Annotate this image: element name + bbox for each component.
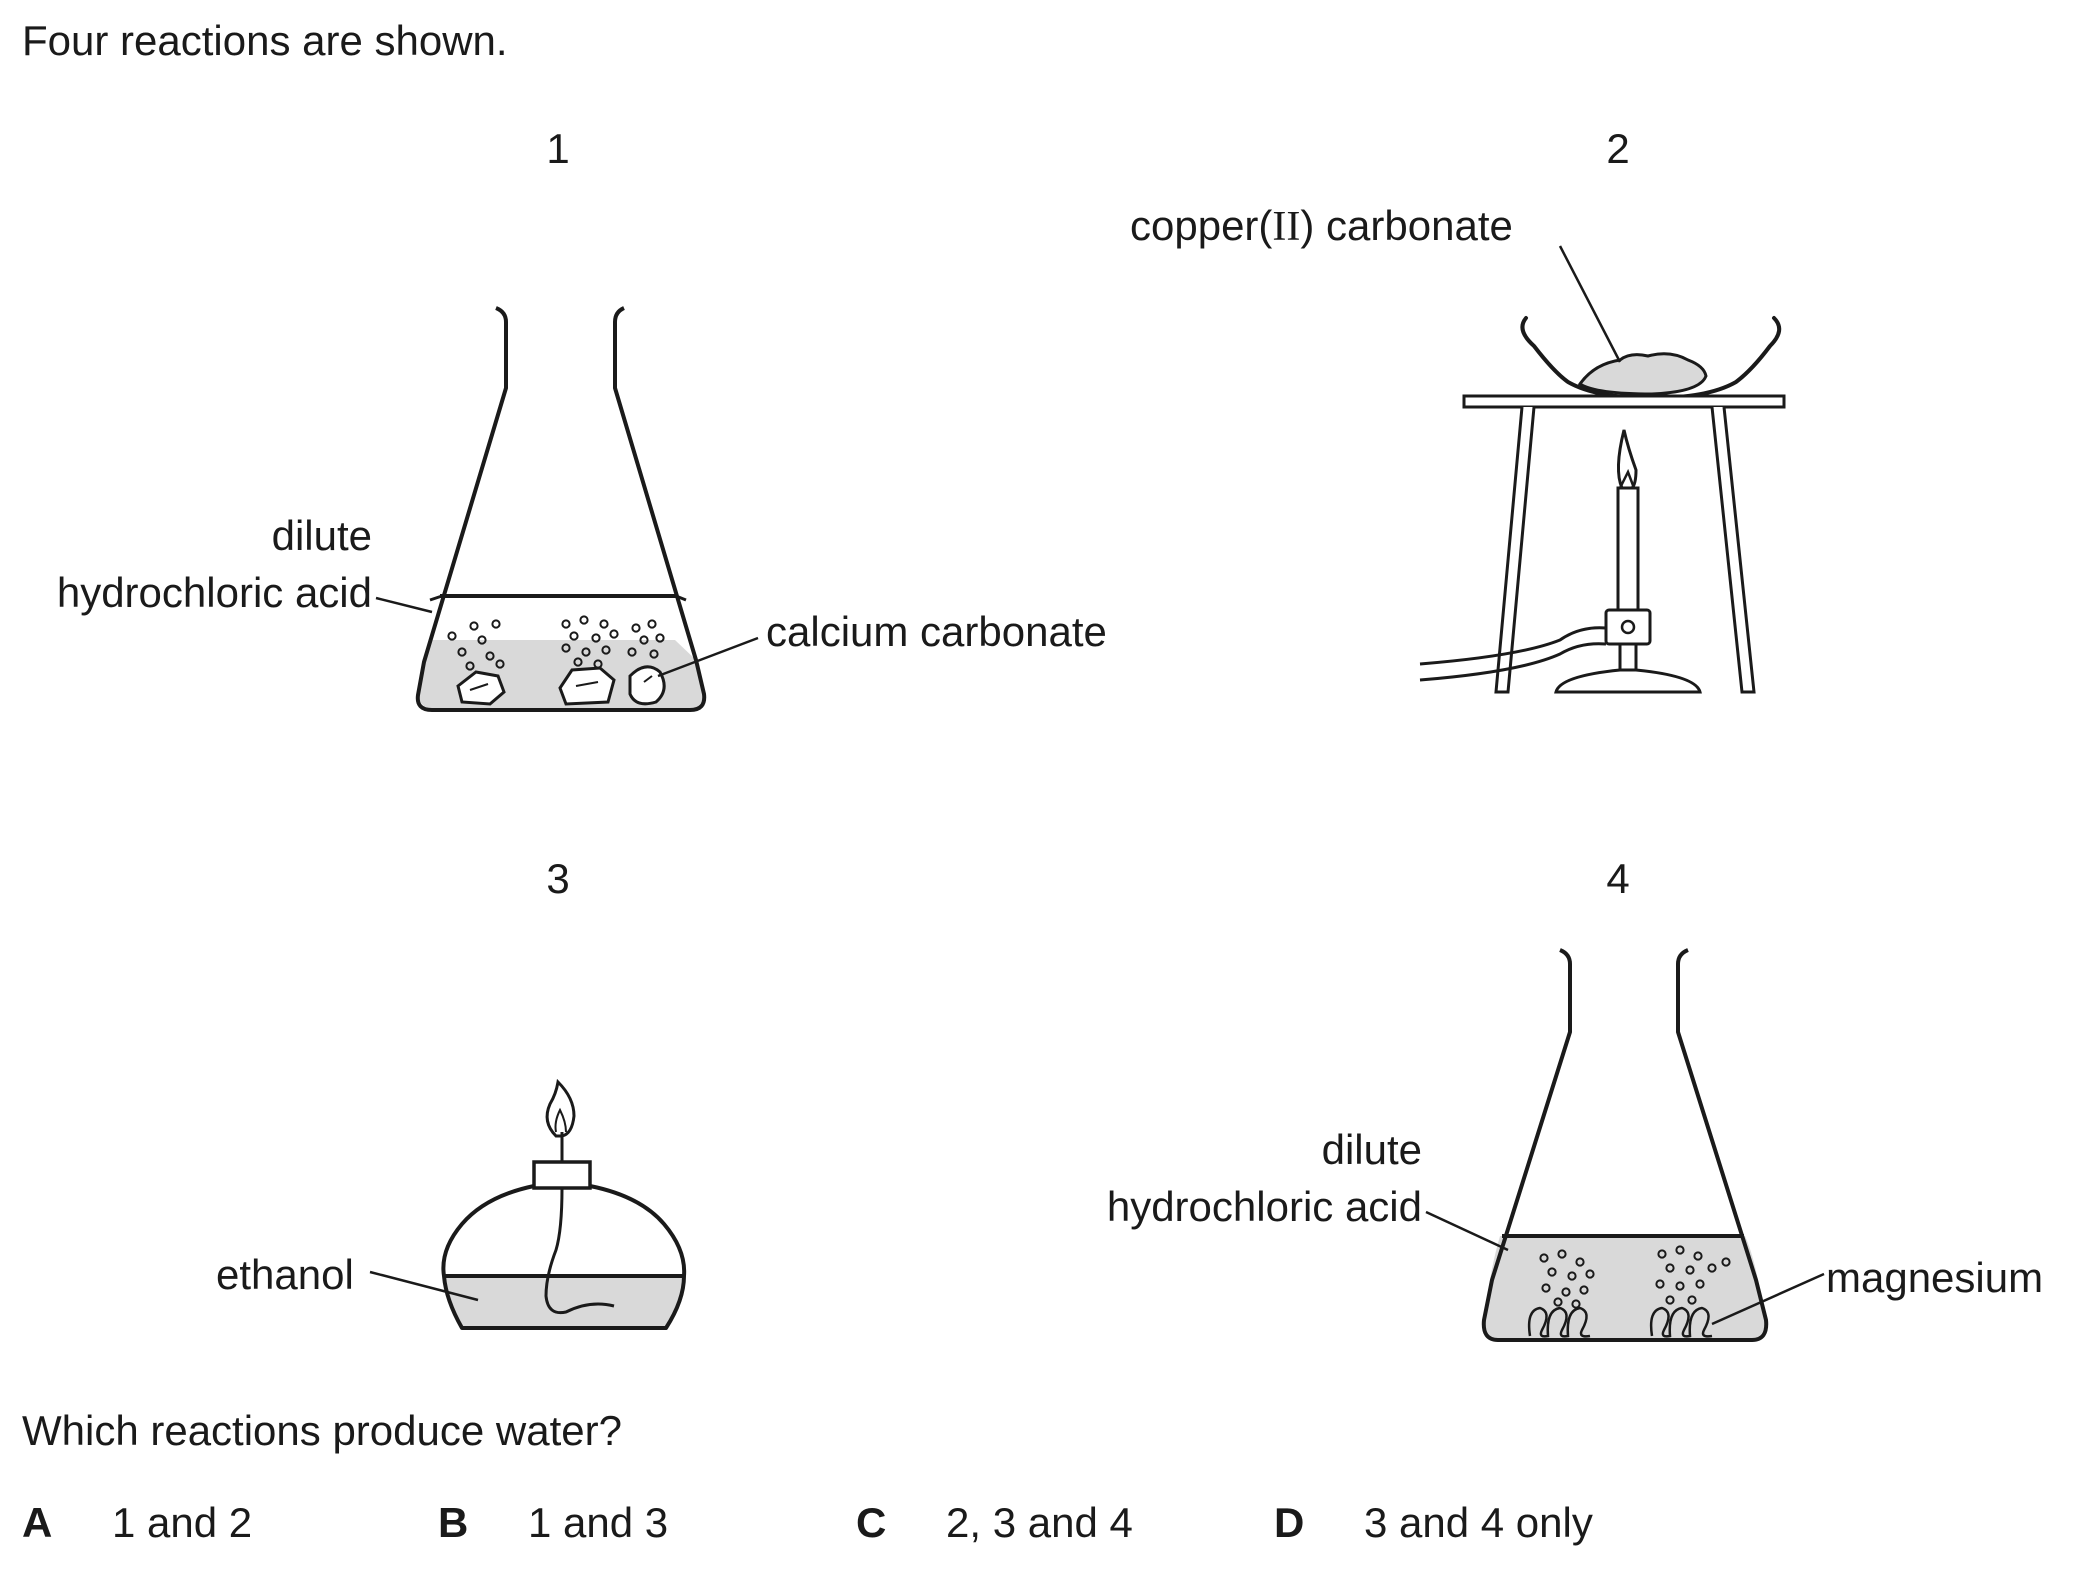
intro-text: Four reactions are shown. [22,17,508,64]
figure-1-conical-flask [375,306,759,712]
figure-2-solid-label: copper(II) carbonate [1130,198,1513,256]
figure-3-liquid-label: ethanol [216,1251,354,1298]
figure-4-acid-label: dilute hydrochloric acid [1000,1122,1422,1235]
option-d-letter[interactable]: D [1274,1499,1305,1546]
figure-3-number: 3 [546,855,570,902]
figure-2-solid-label-pre: copper( [1130,202,1273,249]
option-b-text[interactable]: 1 and 3 [528,1499,669,1546]
figure-1-acid-label-line2: hydrochloric acid [56,568,372,616]
figure-4-conical-flask [1425,948,1825,1342]
option-a-letter[interactable]: A [22,1499,53,1546]
question-text: Which reactions produce water? [22,1407,622,1454]
figure-2-heating-apparatus [1419,245,1786,694]
figure-1-number: 1 [546,125,570,172]
figure-2-solid-label-post: ) carbonate [1300,202,1513,249]
figure-2-number: 2 [1606,125,1630,172]
option-c-text[interactable]: 2, 3 and 4 [946,1499,1133,1546]
option-b-letter[interactable]: B [438,1499,469,1546]
figure-4-number: 4 [1606,855,1630,902]
figure-2-solid-label-roman: II [1272,204,1301,250]
figure-4-acid-label-line1: dilute [1321,1126,1422,1173]
option-a-text[interactable]: 1 and 2 [112,1499,253,1546]
figure-4-acid-label-line2: hydrochloric acid [1106,1182,1422,1230]
figure-1-acid-label-line1: dilute [271,512,372,559]
option-d-text[interactable]: 3 and 4 only [1364,1499,1593,1546]
option-c-letter[interactable]: C [856,1499,887,1546]
figure-3-spirit-lamp [369,1078,687,1330]
figure-1-acid-label: dilute hydrochloric acid [20,508,372,621]
figure-4-solid-label: magnesium [1826,1254,2044,1301]
figure-4-magnesium-coils [1527,1306,1713,1338]
figure-1-solid-label: calcium carbonate [766,608,1107,655]
